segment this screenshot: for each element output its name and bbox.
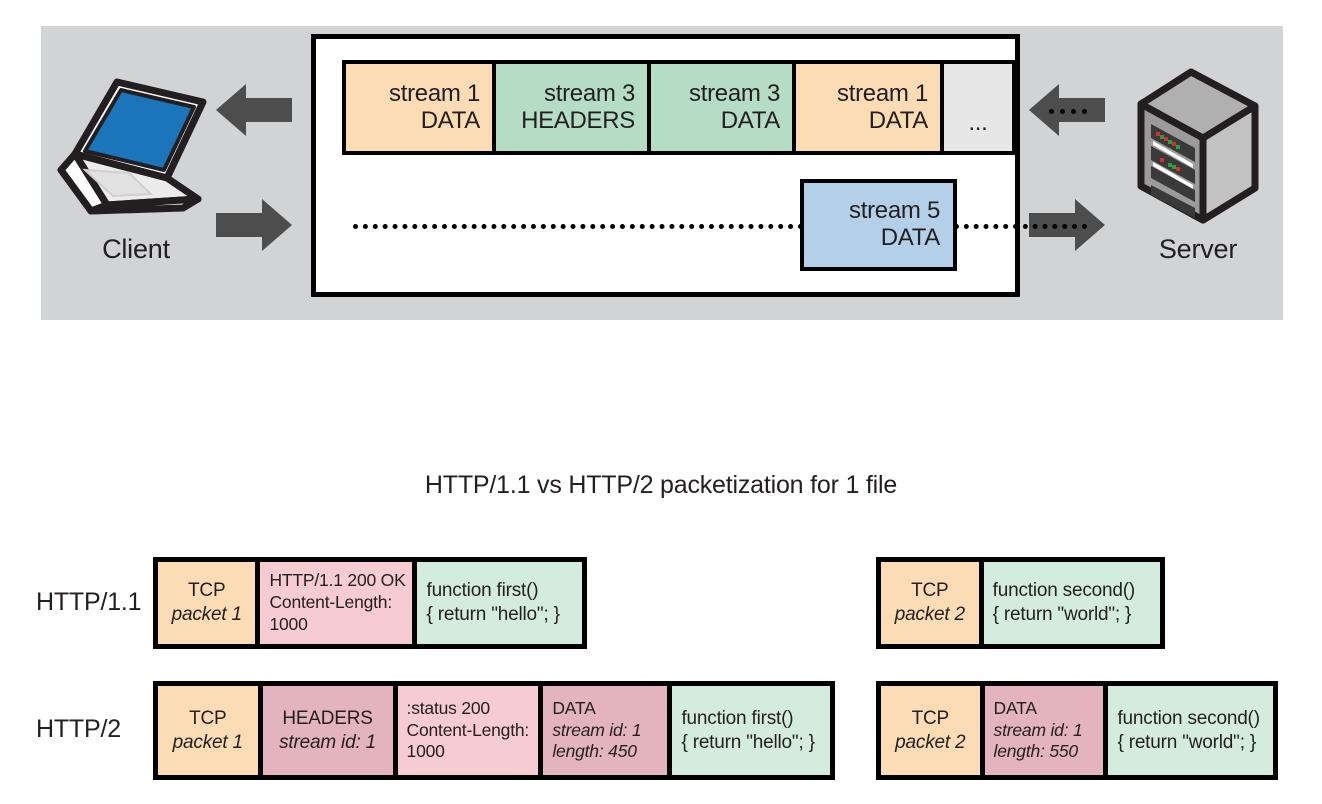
upstream-connector-left [353, 224, 843, 229]
packet-cell-body: function second() { return "world"; } [1108, 686, 1273, 775]
cell-line: stream id: 1 [279, 731, 376, 753]
cell-line: 1000 [406, 741, 445, 762]
cell-line: HTTP/1.1 200 OK [269, 570, 406, 591]
packet-group-http2-packet2: TCP packet 2 DATA stream id: 1 length: 5… [876, 681, 1278, 780]
protocol-label-http2: HTTP/2 [36, 715, 121, 743]
frame-line-1: stream 3 [544, 79, 635, 107]
cell-line: stream id: 1 [993, 719, 1083, 740]
frame-line-2: DATA [420, 106, 481, 134]
packet-cell-headers-frame: HEADERS stream id: 1 [262, 686, 398, 775]
frame-ellipsis: ... [944, 64, 1012, 151]
cell-line: HEADERS [282, 707, 373, 729]
cell-line: packet 1 [171, 604, 242, 625]
cell-line: TCP [189, 707, 227, 729]
cell-line: Content-Length: [269, 592, 392, 613]
protocol-row-http2: HTTP/2 TCP packet 1 HEADERS stream id: 1… [0, 681, 1322, 780]
packet-group-http11-packet2: TCP packet 2 function second() { return … [876, 557, 1165, 649]
arrow-left-icon [216, 84, 292, 136]
client-label: Client [102, 234, 170, 264]
cell-line: 1000 [269, 613, 308, 634]
frame-stream-3-headers: stream 3 HEADERS [496, 64, 651, 151]
cell-line: stream id: 1 [552, 719, 642, 740]
cell-line: TCP [911, 707, 950, 729]
frame-stream-1-data: stream 1 DATA [346, 64, 496, 151]
packet-cell-tcp: TCP packet 2 [881, 562, 984, 644]
cell-line: function first() [681, 707, 794, 729]
cell-line: { return "world"; } [1117, 731, 1257, 753]
cell-line: packet 2 [894, 604, 965, 625]
frame-line-2: HEADERS [521, 106, 635, 134]
cell-line: DATA [552, 697, 596, 718]
cell-line: { return "hello"; } [426, 604, 560, 625]
frame-stream-3-data: stream 3 DATA [651, 64, 796, 151]
packet-cell-tcp: TCP packet 1 [158, 562, 261, 644]
server-tower-icon [1123, 66, 1273, 226]
cell-line: DATA [993, 697, 1037, 718]
downstream-frame-row: stream 1 DATA stream 3 HEADERS stream 3 … [342, 60, 1016, 155]
packet-cell-header-fields: :status 200 Content-Length: 1000 [397, 686, 544, 775]
packet-cell-tcp: TCP packet 1 [158, 686, 263, 775]
frame-line-1: stream 1 [389, 79, 480, 107]
cell-line: :status 200 [406, 697, 491, 718]
frame-stream-5-data: stream 5 DATA [800, 179, 957, 271]
frame-line-2: ... [968, 109, 988, 137]
cell-line: TCP [188, 580, 226, 602]
upstream-connector-right [954, 224, 1087, 229]
frame-line-1: stream 1 [837, 79, 928, 107]
packet-cell-tcp: TCP packet 2 [881, 686, 985, 775]
cell-line: TCP [911, 580, 949, 602]
http2-multiplexing-diagram: Client [41, 26, 1283, 320]
cell-line: packet 2 [895, 731, 966, 753]
cell-line: { return "world"; } [992, 604, 1132, 625]
packet-cell-body: function first() { return "hello"; } [672, 686, 830, 775]
packet-cell-data-frame: DATA stream id: 1 length: 550 [984, 686, 1109, 775]
packet-cell-body: function second() { return "world"; } [983, 562, 1160, 644]
protocol-row-http11: HTTP/1.1 TCP packet 1 HTTP/1.1 200 OK Co… [0, 557, 1322, 649]
laptop-icon [55, 74, 215, 219]
cell-line: function first() [426, 580, 539, 602]
frame-line-1: stream 5 [849, 197, 940, 225]
cell-line: Content-Length: [406, 719, 530, 740]
arrow-right-icon [216, 199, 292, 251]
frame-line-1: stream 3 [689, 79, 780, 107]
cell-line: length: 450 [552, 741, 637, 762]
frame-line-2: DATA [720, 106, 781, 134]
cell-line: function second() [1117, 707, 1260, 729]
packet-group-http2-packet1: TCP packet 1 HEADERS stream id: 1 :statu… [153, 681, 835, 780]
cell-line: length: 550 [993, 741, 1079, 762]
packet-cell-body: function first() { return "hello"; } [417, 562, 582, 644]
packet-cell-data-frame: DATA stream id: 1 length: 450 [543, 686, 673, 775]
frame-stream-1-data-second: stream 1 DATA [796, 64, 944, 151]
server-label: Server [1158, 234, 1238, 264]
cell-line: { return "hello"; } [681, 731, 815, 753]
cell-line: function second() [992, 580, 1136, 602]
frame-line-2: DATA [880, 224, 941, 251]
frame-line-2: DATA [868, 106, 929, 134]
packet-cell-http-headers: HTTP/1.1 200 OK Content-Length: 1000 [260, 562, 418, 644]
cell-line: packet 1 [172, 731, 243, 753]
packetization-title: HTTP/1.1 vs HTTP/2 packetization for 1 f… [424, 471, 898, 499]
packet-group-http11-packet1: TCP packet 1 HTTP/1.1 200 OK Content-Len… [153, 557, 587, 649]
protocol-label-http11: HTTP/1.1 [36, 588, 142, 616]
downstream-connector-right [1049, 109, 1087, 114]
